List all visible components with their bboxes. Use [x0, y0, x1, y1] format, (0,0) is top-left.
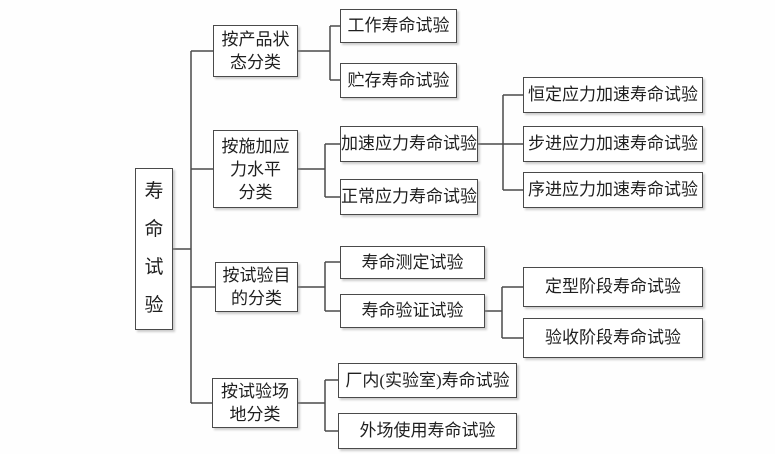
- node-qualification-stage-life-test: 定型阶段寿命试验: [523, 267, 703, 307]
- node-progressive-stress-accelerated: 序进应力加速寿命试验: [523, 172, 703, 208]
- node-life-test-root: 寿 命 试 验: [135, 168, 173, 330]
- node-cat-test-site: 按试验场 地分类: [212, 378, 298, 428]
- node-normal-stress-life-test: 正常应力寿命试验: [340, 179, 478, 215]
- node-accelerated-stress-life-test: 加速应力寿命试验: [340, 126, 478, 162]
- node-step-stress-accelerated: 步进应力加速寿命试验: [523, 126, 703, 162]
- node-cat-test-purpose: 按试验目 的分类: [215, 262, 298, 312]
- node-life-verification-test: 寿命验证试验: [340, 294, 485, 328]
- node-life-measurement-test: 寿命测定试验: [340, 246, 485, 279]
- node-constant-stress-accelerated: 恒定应力加速寿命试验: [523, 77, 703, 113]
- node-field-use-life-test: 外场使用寿命试验: [338, 413, 517, 449]
- node-storage-life-test: 贮存寿命试验: [340, 63, 457, 98]
- node-working-life-test: 工作寿命试验: [340, 9, 457, 43]
- node-in-plant-lab-life-test: 厂内(实验室)寿命试验: [338, 363, 517, 398]
- node-cat-stress-level: 按施加应 力水平 分类: [213, 130, 298, 208]
- node-cat-product-state: 按产品状 态分类: [213, 25, 298, 77]
- node-acceptance-stage-life-test: 验收阶段寿命试验: [523, 318, 703, 358]
